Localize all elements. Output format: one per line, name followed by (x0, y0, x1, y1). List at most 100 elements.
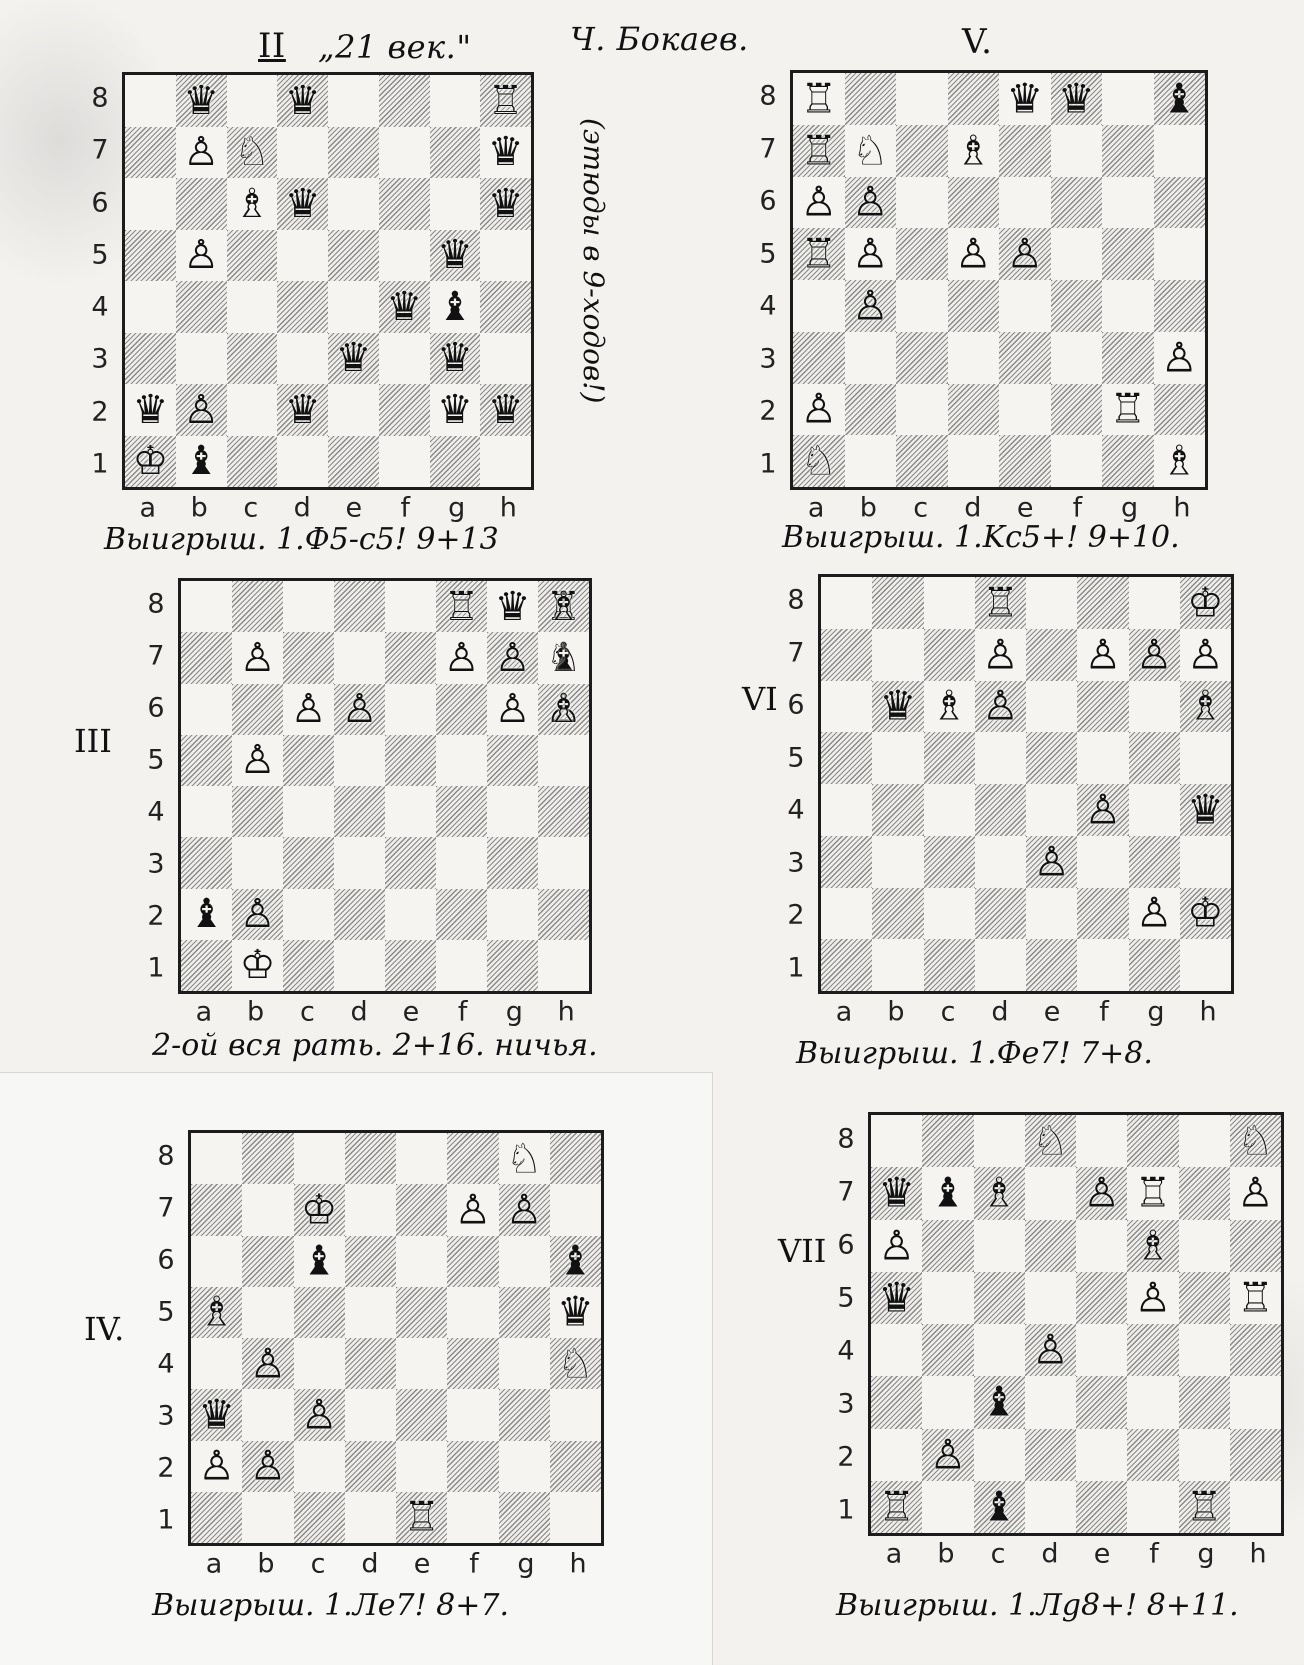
board-square: ♙ (436, 632, 487, 683)
board-square: ♙ (334, 684, 385, 735)
chess-piece: ♖ (1186, 1486, 1223, 1527)
board-square: ♙ (176, 127, 227, 179)
board-square (283, 940, 334, 991)
board-square: ♛ (191, 1389, 242, 1440)
chess-piece: ♗ (1161, 441, 1198, 482)
board-square (1154, 177, 1206, 229)
board-square: ♝ (430, 281, 481, 333)
rank-label: 8 (91, 83, 108, 114)
file-label: c (243, 493, 258, 524)
board-square (821, 681, 872, 733)
board-square (283, 786, 334, 837)
chess-piece: ♙ (1083, 1173, 1120, 1214)
diagram-2-number: II (258, 26, 286, 66)
board-square (396, 1389, 447, 1440)
board-square (872, 888, 923, 940)
board-square (447, 1287, 498, 1338)
board-square (1026, 577, 1077, 629)
rank-label: 8 (759, 81, 776, 112)
board-square (1129, 784, 1180, 836)
board-square (487, 889, 538, 940)
chess-piece: ♙ (495, 689, 531, 729)
board-square: ♖ (436, 581, 487, 632)
rank-label: 7 (787, 637, 804, 668)
board-square (396, 1441, 447, 1492)
board-square (1102, 73, 1154, 125)
board-square: ♖ (793, 228, 845, 280)
file-label: g (506, 997, 523, 1028)
board-square (328, 384, 379, 436)
rank-label: 3 (759, 343, 776, 374)
board-square: ♖ (1230, 1272, 1281, 1324)
chess-piece: ♗ (198, 1292, 235, 1333)
rank-label: 1 (157, 1505, 174, 1536)
board-square (227, 436, 278, 488)
board-square (334, 837, 385, 888)
solution-caption: Выигрыш. 1.Лg8+! 8+11. (836, 1588, 1239, 1623)
board-square (176, 333, 227, 385)
board-square: ♖ (1127, 1167, 1178, 1219)
chess-piece: ♛ (878, 1277, 915, 1318)
chess-piece: ♗ (546, 587, 582, 627)
board-square: ♛ (480, 127, 531, 179)
chess-board: ♖♛♛♝♖♘♗♙♙♖♙♙♙♙♙♙♖♘♗ (790, 70, 1208, 490)
chess-piece: ♖ (444, 587, 480, 627)
board-square: ♖♗ (538, 581, 589, 632)
board-square: ♙ (845, 280, 897, 332)
board-square (1076, 1220, 1127, 1272)
chess-piece: ♙ (249, 1446, 286, 1487)
board-square (283, 837, 334, 888)
solution-caption: Выигрыш. 1.Kc5+! 9+10. (782, 520, 1180, 555)
file-label: f (1099, 997, 1109, 1028)
board-square (948, 384, 1000, 436)
board-square (922, 1220, 973, 1272)
board-square: ♙ (1076, 1167, 1127, 1219)
board-square (334, 735, 385, 786)
chess-piece: ♘ (1032, 1121, 1069, 1162)
chess-piece: ♙ (198, 1446, 235, 1487)
board-square (242, 1389, 293, 1440)
board-square: ♙♗ (538, 684, 589, 735)
rank-label: 2 (759, 396, 776, 427)
board-square (379, 230, 430, 282)
board-square (294, 1338, 345, 1389)
chess-piece: ♙ (240, 740, 276, 780)
board-square (538, 837, 589, 888)
board-square (1076, 1376, 1127, 1428)
chess-piece: ♙ (444, 638, 480, 678)
board-square (430, 75, 481, 127)
board-square (294, 1287, 345, 1338)
board-square (821, 577, 872, 629)
rank-label: 4 (91, 292, 108, 323)
board-square (191, 1338, 242, 1389)
board-square (871, 1376, 922, 1428)
chess-piece: ♙ (982, 686, 1019, 727)
board-square (948, 73, 1000, 125)
board-square (974, 1115, 1025, 1167)
board-square (1026, 888, 1077, 940)
board-square: ♙ (1025, 1324, 1076, 1376)
board-square (1154, 125, 1206, 177)
board-square: ♙ (975, 681, 1026, 733)
chess-piece: ♙ (183, 132, 219, 172)
board-square (181, 684, 232, 735)
board-square (922, 1324, 973, 1376)
file-label: c (991, 1539, 1006, 1570)
board-square (396, 1287, 447, 1338)
board-square: ♗ (948, 125, 1000, 177)
chess-piece: ♛ (879, 686, 916, 727)
rank-label: 7 (759, 133, 776, 164)
board-square (487, 735, 538, 786)
board-square (948, 177, 1000, 229)
board-square (1026, 732, 1077, 784)
board-square (793, 280, 845, 332)
rank-label: 5 (837, 1282, 854, 1313)
chess-piece: ♖ (878, 1486, 915, 1527)
chess-piece: ♔ (1187, 893, 1224, 934)
board-square (345, 1236, 396, 1287)
chess-piece: ♙ (183, 235, 219, 275)
board-square (328, 127, 379, 179)
diagram-number: IV. (84, 1310, 124, 1348)
board-square (436, 889, 487, 940)
board-square: ♛ (480, 178, 531, 230)
